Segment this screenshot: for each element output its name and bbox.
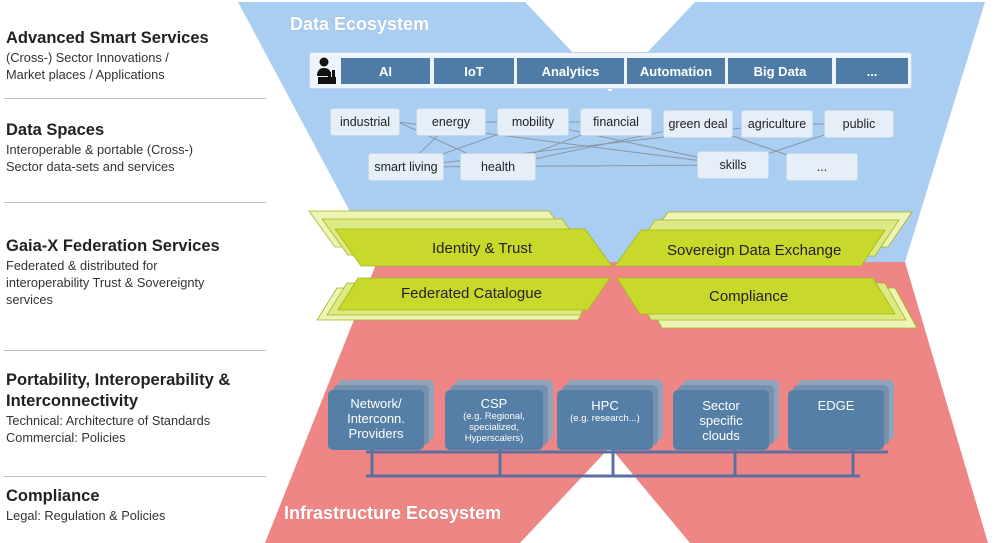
provider-label-line: CSP [480,396,508,411]
service-big-data: Big Data [728,58,832,84]
provider-label-line: specific [699,413,743,428]
data-ecosystem-top-notch [525,2,695,92]
provider-csp: CSP (e.g. Regional, specialized, Hypersc… [445,396,543,444]
layer-divider [4,350,266,351]
provider-network: Network/ Interconn. Providers [328,396,424,441]
layer-desc-line: (Cross-) Sector Innovations / [6,50,169,65]
data-ecosystem-title: Data Ecosystem [290,14,430,34]
provider-label-line: Interconn. [347,411,405,426]
data-space-mobility: mobility [497,108,569,136]
data-space-more: ... [786,153,858,181]
provider-label-line: HPC [591,398,619,413]
federation-sovereign-data-exchange: Sovereign Data Exchange [667,242,842,259]
provider-label-line: Providers [348,426,404,441]
provider-label-line: Network/ [350,396,402,411]
layer-divider [4,98,266,99]
infra-box-stacks [328,380,894,450]
layer-title: Advanced Smart Services [6,29,209,47]
infrastructure-ecosystem-title: Infrastructure Ecosystem [284,503,502,523]
data-space-financial: financial [580,108,652,136]
layer-desc-line: Technical: Architecture of Standards [6,413,211,428]
layer-federation-services: Gaia-X Federation Services Federated & d… [6,236,268,308]
provider-edge: EDGE [788,398,884,413]
data-space-smart-living: smart living [368,153,444,181]
layer-title: Compliance [6,487,100,505]
federation-identity-trust: Identity & Trust [432,240,533,257]
layer-desc-line: Interoperable & portable (Cross-) [6,142,194,157]
federation-shapes [308,210,918,329]
layer-data-spaces: Data Spaces Interoperable & portable (Cr… [6,120,268,175]
layer-divider [4,202,266,203]
provider-sector-clouds: Sector specific clouds [673,398,769,443]
layer-desc-line: Sector data-sets and services [6,159,175,174]
provider-detail-line: (e.g. research...) [570,413,640,424]
layer-title: Interconnectivity [6,392,139,410]
provider-detail-line: (e.g. Regional, [463,411,525,422]
layer-desc-line: Market places / Applications [6,67,165,82]
layer-desc-line: services [6,292,53,307]
provider-hpc: HPC (e.g. research...) [557,398,653,424]
service-more: ... [836,58,908,84]
provider-label-line: Sector [702,398,740,413]
data-space-public: public [824,110,894,138]
layer-title: Portability, Interoperability & [6,371,231,389]
layer-title: Gaia-X Federation Services [6,237,220,255]
layer-desc-line: Legal: Regulation & Policies [6,508,166,523]
provider-detail-line: Hyperscalers) [464,433,524,444]
provider-label-line: clouds [702,428,740,443]
layer-desc-line: Commercial: Policies [6,430,126,445]
user-app-icon [317,57,336,84]
data-space-skills: skills [697,151,769,179]
layer-desc-line: interoperability Trust & Sovereignty [6,275,205,290]
provider-detail-line: specialized, [469,422,519,433]
infrastructure-bottom-notch [520,447,690,543]
layer-portability-interoperability: Portability, Interoperability & Intercon… [6,370,268,446]
layer-compliance: Compliance Legal: Regulation & Policies [6,486,268,524]
federation-federated-catalogue: Federated Catalogue [401,285,542,302]
layer-divider [4,476,266,477]
data-space-energy: energy [416,108,486,136]
layer-desc-line: Federated & distributed for [6,258,158,273]
service-iot: IoT [434,58,514,84]
data-space-green-deal: green deal [663,110,733,138]
federation-compliance: Compliance [709,288,789,305]
data-space-industrial: industrial [330,108,400,136]
provider-label-line: EDGE [817,398,855,413]
service-automation: Automation [627,58,725,84]
service-ai: AI [341,58,430,84]
layer-advanced-smart-services: Advanced Smart Services (Cross-) Sector … [6,28,268,83]
service-analytics: Analytics [517,58,624,84]
layer-title: Data Spaces [6,121,105,139]
data-space-health: health [460,153,536,181]
data-space-agriculture: agriculture [741,110,813,138]
interconnection-network [366,450,888,478]
